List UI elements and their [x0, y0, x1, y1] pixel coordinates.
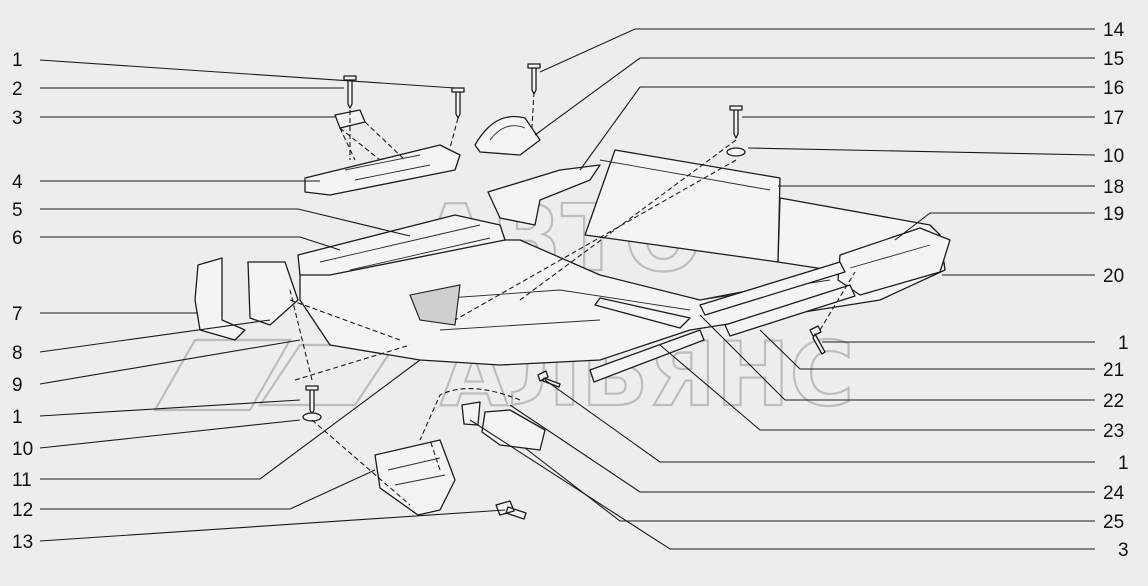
callout-label: 21 [1103, 360, 1124, 381]
side-cover-left [194, 257, 299, 341]
callout-label: 23 [1103, 421, 1124, 442]
leader-lines [39, 28, 1096, 550]
callout-label: 20 [1103, 266, 1124, 287]
callout-label: 8 [12, 343, 23, 364]
watermark-logo [153, 338, 398, 412]
screw-icon [305, 63, 826, 520]
callouts-left: 1 2 3 4 5 6 7 8 9 1 10 11 12 13 [12, 50, 33, 553]
callout-label: 24 [1103, 483, 1125, 504]
tunnel-insulation [297, 214, 506, 276]
callout-label: 9 [12, 375, 23, 396]
callout-label: 12 [12, 500, 33, 521]
side-trim-right [837, 227, 951, 296]
callout-label: 19 [1103, 204, 1124, 225]
callout-label: 11 [12, 470, 32, 491]
callout-label: 1 [12, 407, 23, 428]
callouts-right: 14 15 16 17 10 18 19 20 1 21 22 23 1 24 … [1103, 20, 1129, 561]
bracket-4 [304, 144, 461, 196]
install-paths [289, 91, 856, 506]
sill-strips [589, 261, 856, 383]
callout-label: 3 [1118, 540, 1129, 561]
callout-label: 13 [12, 532, 33, 553]
callout-label: 16 [1103, 78, 1124, 99]
callout-label: 1 [12, 50, 23, 71]
callout-label: 14 [1103, 20, 1125, 41]
callout-label: 1 [1118, 333, 1129, 354]
callout-label: 7 [12, 304, 23, 325]
callout-label: 6 [12, 228, 23, 249]
callout-label: 18 [1103, 177, 1124, 198]
callout-label: 17 [1103, 108, 1124, 129]
callout-label: 22 [1103, 391, 1124, 412]
callout-label: 10 [12, 439, 33, 460]
callout-label: 15 [1103, 49, 1124, 70]
washer-icon [302, 147, 746, 422]
callout-label: 4 [12, 172, 23, 193]
callout-label: 5 [12, 200, 23, 221]
callout-label: 10 [1103, 146, 1124, 167]
trim-panel-16 [487, 164, 601, 226]
cap-15 [474, 115, 541, 156]
callout-label: 3 [12, 108, 23, 129]
lower-shield-12 [374, 439, 456, 516]
callout-label: 1 [1118, 453, 1129, 474]
callout-label: 2 [12, 79, 23, 100]
callout-label: 25 [1103, 512, 1124, 533]
